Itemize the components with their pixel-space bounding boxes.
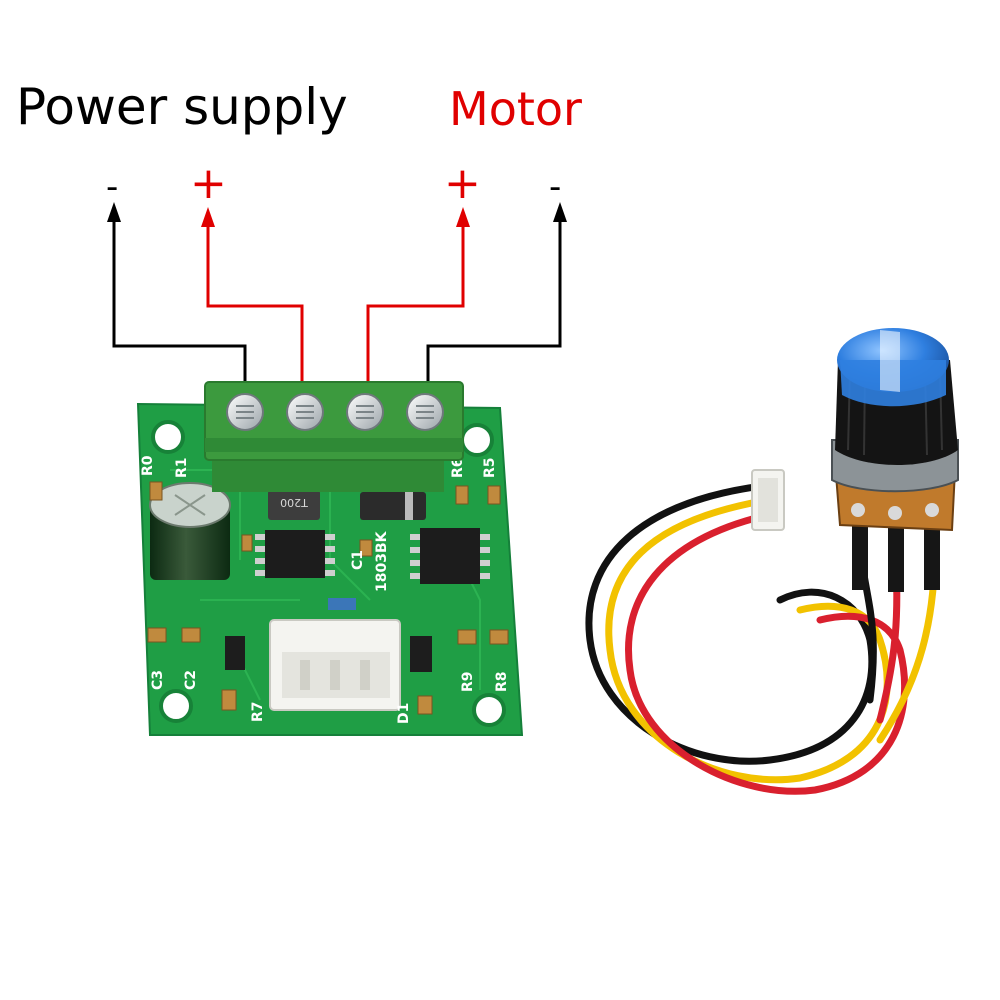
ic-chip-left — [255, 530, 335, 578]
fuse-marking: T200 — [280, 496, 309, 509]
silk-d1: D1 — [396, 703, 412, 724]
power-negative-sign: - — [106, 167, 119, 207]
wire-motor-negative — [426, 202, 567, 388]
silk-c1: C1 — [350, 550, 366, 570]
screw-icon — [226, 393, 444, 431]
motor-label: Motor — [449, 82, 582, 136]
terminal-block — [204, 381, 464, 492]
wire-motor-positive — [366, 207, 470, 388]
silk-r7: R7 — [250, 701, 266, 722]
wire-power-negative — [107, 202, 247, 388]
potentiometer-cable — [585, 481, 939, 795]
cable-connector — [751, 469, 785, 531]
motor-negative-sign: - — [549, 167, 562, 207]
potentiometer — [831, 328, 959, 592]
ic-chip-right — [410, 528, 490, 584]
silk-r5: R5 — [482, 457, 498, 478]
silk-c2: C2 — [183, 670, 199, 690]
wire-power-positive — [201, 207, 304, 388]
board-connector — [269, 619, 401, 711]
silk-r8: R8 — [494, 671, 510, 692]
motor-positive-sign: + — [444, 158, 481, 209]
silk-r9: R9 — [460, 671, 476, 692]
silk-c3: C3 — [150, 670, 166, 690]
silk-chip: 1803BK — [374, 530, 390, 592]
silk-r6: R6 — [450, 457, 466, 478]
capacitor-component — [149, 482, 231, 580]
power-positive-sign: + — [190, 158, 227, 209]
silk-r0: R0 — [140, 455, 156, 476]
silk-r1: R1 — [174, 457, 190, 478]
power-supply-label: Power supply — [16, 78, 348, 136]
